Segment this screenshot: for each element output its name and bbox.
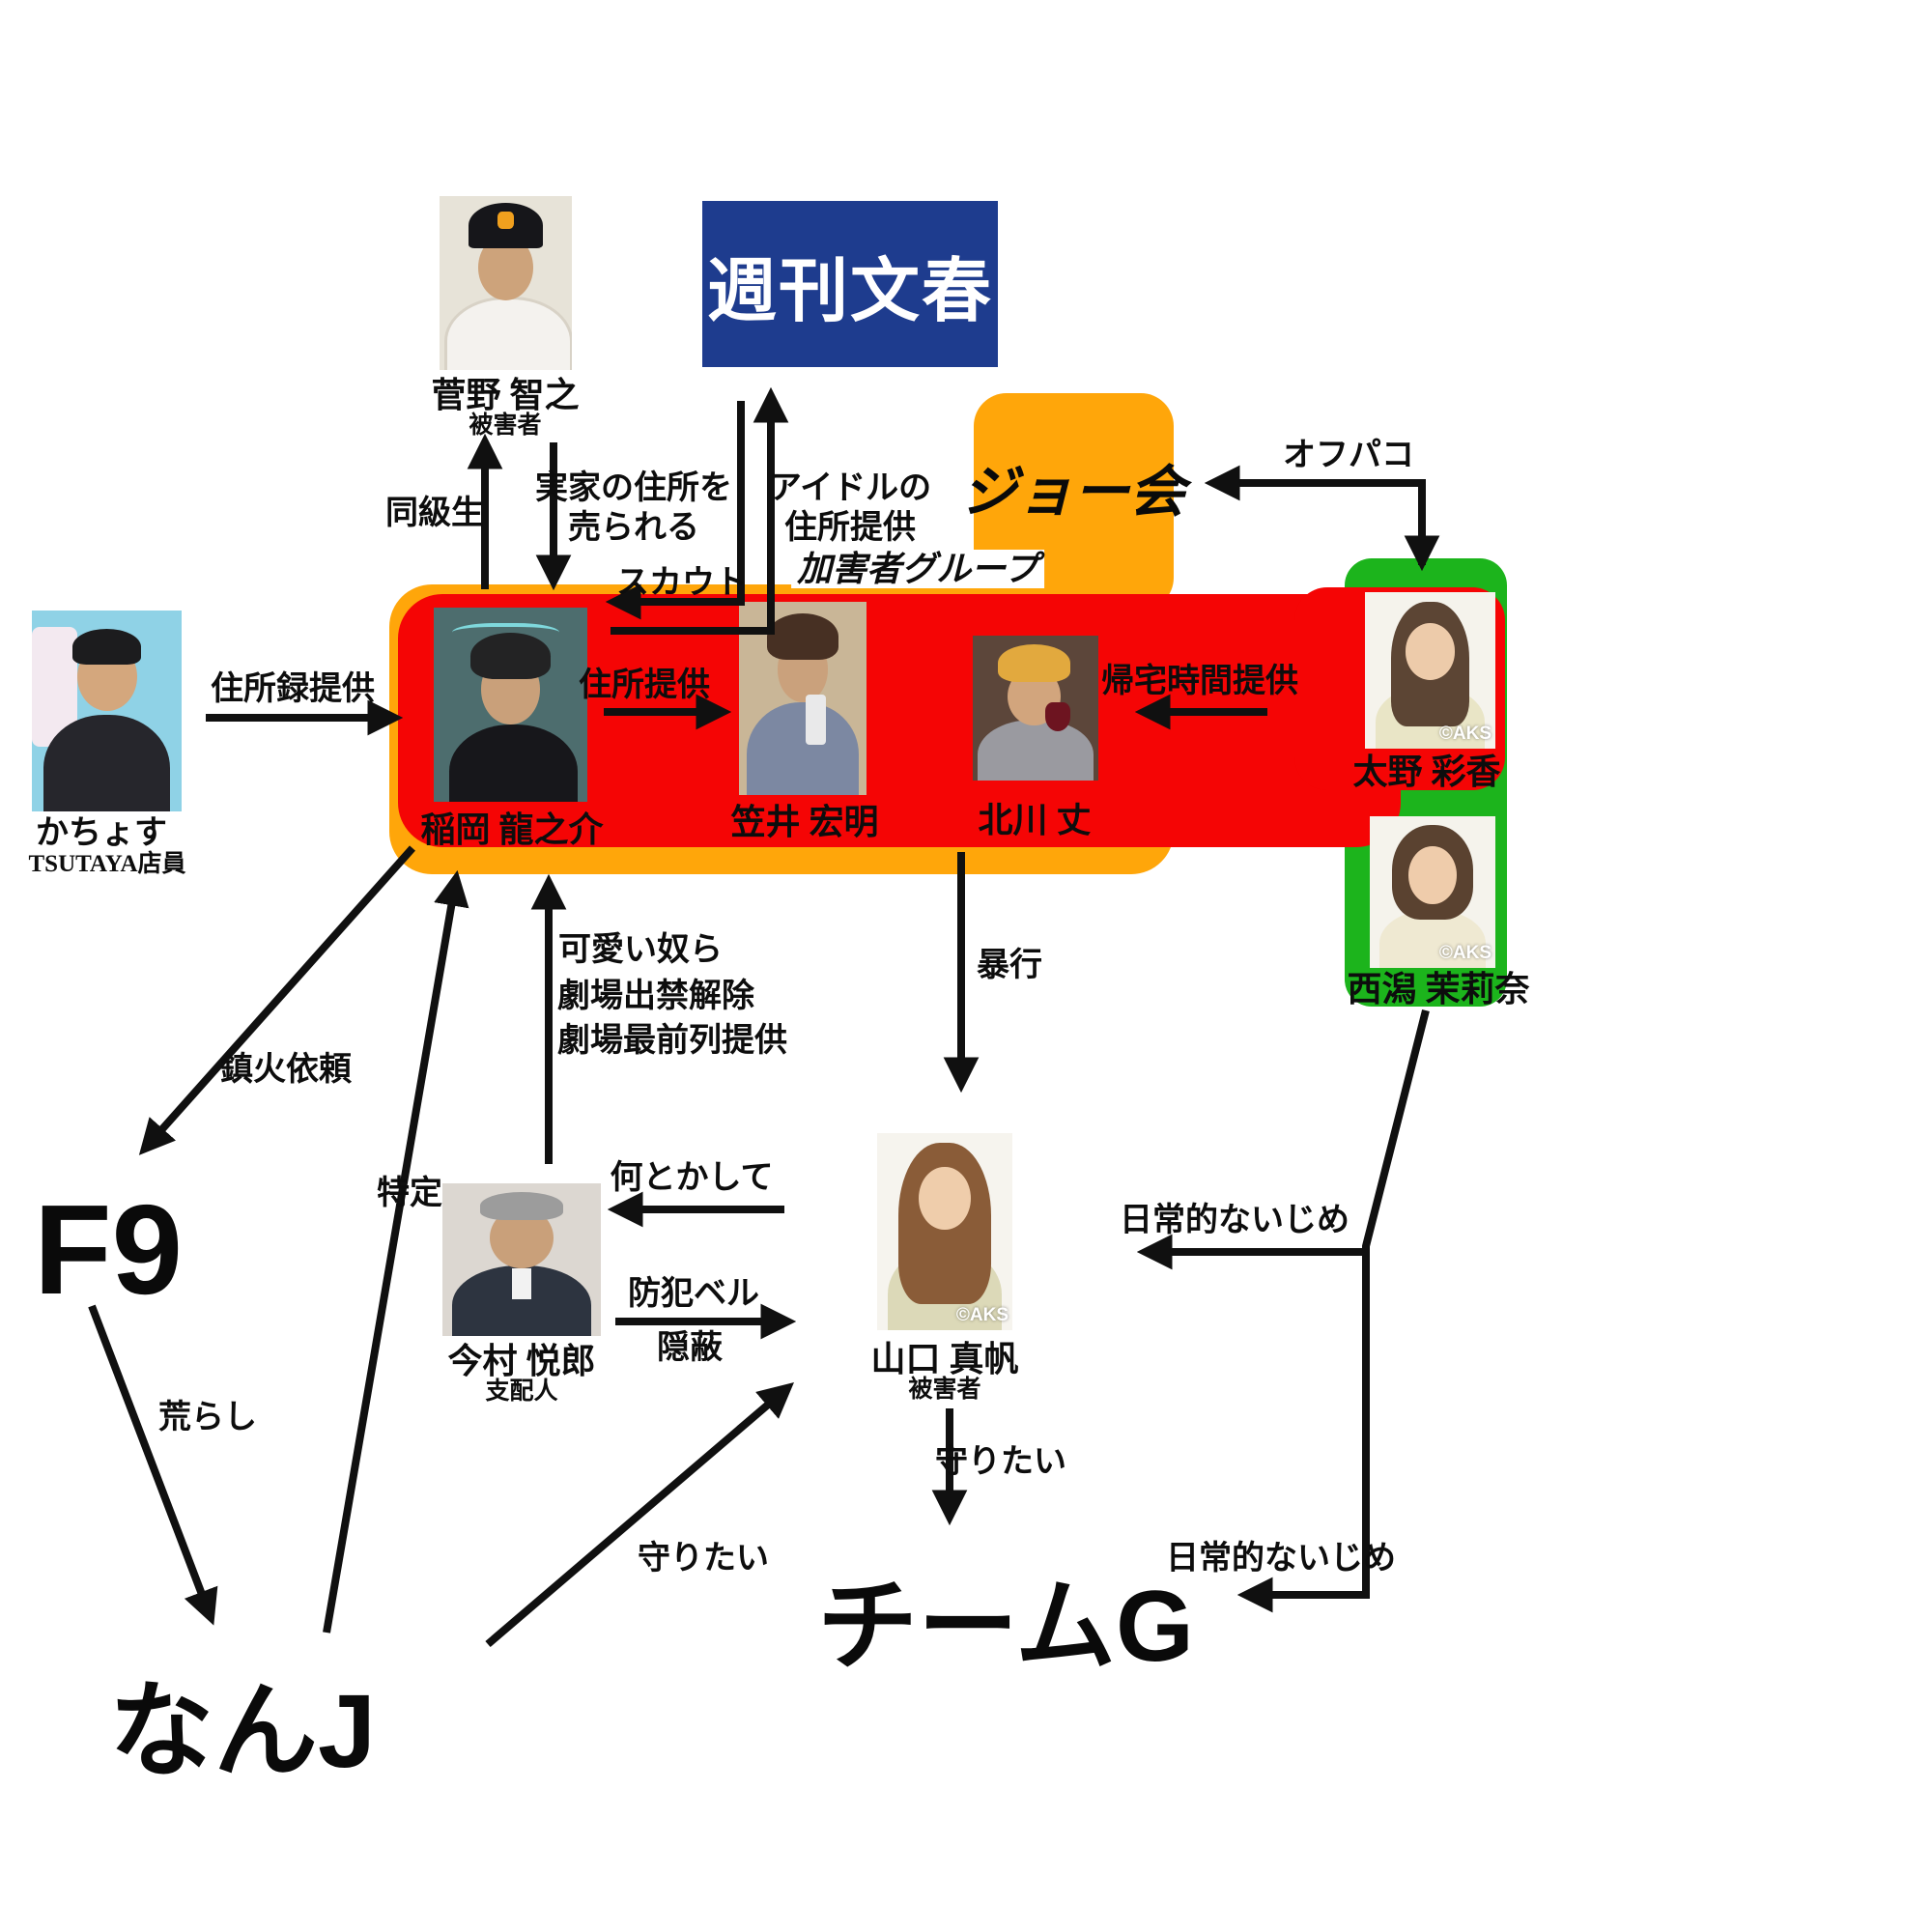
edge-kawaii: 可愛い奴ら [558,932,723,968]
arrow-scout [605,401,745,620]
bunshun-logo-box: 週刊文春 [702,201,998,367]
edge-mamoritai-yamaguchi: 守りたい [935,1444,1066,1480]
arrow-mamoritai-nanj [485,1382,794,1648]
joekai-title: ジョー会 [960,461,1186,524]
teamg-title: チームG [817,1571,1194,1683]
tano-name: 太野 彩香 [1352,753,1501,791]
aks-watermark: ©AKS [1438,943,1492,963]
sugano-photo [440,196,572,370]
edge-chinka: 鎮火依頼 [220,1052,352,1088]
edge-nantoka: 何とかして [610,1160,774,1196]
arrow-idol-jusho [611,386,789,635]
edge-dekin: 劇場出禁解除 [557,979,754,1014]
edge-kitaku: 帰宅時間提供 [1101,664,1298,699]
edge-jusho: 住所提供 [579,668,710,703]
kachosu-role: TSUTAYA店員 [28,851,186,877]
edge-tokutei: 特定 [377,1176,442,1211]
imamura-name: 今村 悦郎 [447,1342,596,1380]
edge-ijime-top: 日常的ないじめ [1120,1203,1350,1238]
kachosu-photo [32,611,182,811]
arrow-ijime-bottom [1236,1009,1430,1613]
edge-inpei: 隠蔽 [657,1330,723,1366]
kitagawa-photo [973,636,1098,781]
yamaguchi-name: 山口 真帆 [870,1340,1019,1378]
edge-boko: 暴行 [977,948,1042,983]
edge-saizenretsu: 劇場最前列提供 [557,1023,787,1059]
kachosu-name: かちょす [36,815,167,851]
edge-arashi: 荒らし [158,1400,257,1435]
yamaguchi-photo: ©AKS [877,1133,1012,1330]
edge-idol-jusho: アイドルの住所提供 [768,470,932,546]
inaoka-photo [434,608,587,802]
kitagawa-name: 北川 丈 [978,801,1092,839]
nanj-title: なんJ [108,1672,377,1789]
nishigata-photo: ©AKS [1370,816,1495,968]
arrow-offpako-left [1204,465,1426,565]
sugano-role: 被害者 [469,412,542,439]
aks-watermark: ©AKS [955,1305,1009,1325]
edge-scout: スカウト [616,565,748,601]
edge-mamoritai-nanj: 守りたい [638,1541,769,1577]
imamura-role: 支配人 [485,1378,558,1405]
bunshun-logo-text: 週刊文春 [706,252,993,330]
yamaguchi-role: 被害者 [908,1377,981,1403]
edge-ijime-bottom: 日常的ないじめ [1166,1541,1396,1577]
aks-watermark: ©AKS [1438,724,1492,744]
edge-jikka: 実家の住所を売られる [535,470,732,546]
kagaisha-group-label: 加害者グループ [791,549,1044,590]
sugano-name: 菅野 智之 [431,376,580,414]
imamura-photo [442,1183,601,1336]
arrow-arashi [88,1304,218,1626]
kasai-name: 笠井 宏明 [730,803,879,841]
edge-bohan: 防犯ベル [628,1276,759,1312]
nishigata-name: 西潟 茉莉奈 [1347,970,1530,1009]
tano-photo: ©AKS [1365,592,1495,749]
arrow-tokutei [323,869,469,1634]
edge-jushoroku: 住所録提供 [211,671,375,707]
edge-offpako: オフパコ [1283,438,1414,473]
edge-dokyusei: 同級生 [385,496,484,531]
f9-title: F9 [33,1179,184,1321]
arrow-chinka [138,845,415,1155]
inaoka-name: 稲岡 龍之介 [420,810,604,849]
